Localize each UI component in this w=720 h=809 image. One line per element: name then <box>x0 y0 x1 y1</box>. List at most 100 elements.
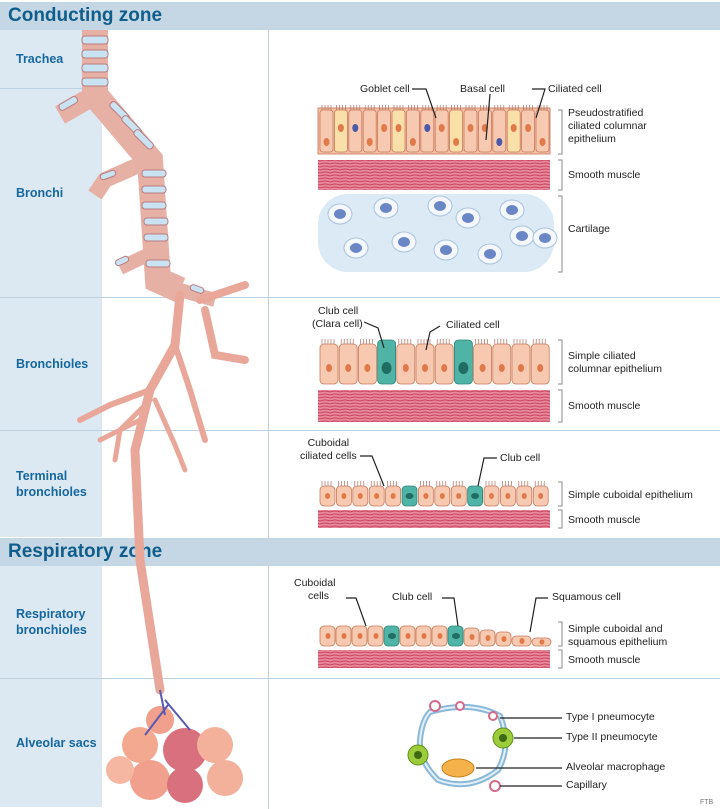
respiratory-label-line1: Respiratory <box>16 607 86 621</box>
squamous-cell <box>531 637 552 647</box>
bronchi-tissue-panel <box>317 88 563 273</box>
epithelial-cell <box>362 109 377 153</box>
epithelial-cell <box>405 109 420 153</box>
bronchi-brackets <box>558 109 563 273</box>
divider-bronchioles <box>0 430 720 431</box>
alveolar-cluster-drawing <box>106 689 243 803</box>
bronchiole-branches <box>77 281 249 695</box>
goblet-cell-label: Goblet cell <box>360 83 410 95</box>
trachea-label: Trachea <box>16 52 64 66</box>
cuboidal-cell <box>417 485 434 507</box>
bronchi-label: Bronchi <box>16 186 64 200</box>
alveolar-macrophage-label: Alveolar macrophage <box>566 761 666 773</box>
ciliated-columnar-cell <box>473 343 493 385</box>
type2-pneumocyte-label: Type II pneumocyte <box>566 731 658 743</box>
ciliated-columnar-cell <box>511 343 531 385</box>
type2-pneumocyte-left <box>407 744 429 766</box>
epithelial-cell <box>492 109 507 153</box>
terminal-label-line2: bronchioles <box>16 485 87 499</box>
squamous-cell-label: Squamous cell <box>552 591 621 603</box>
cuboidal-cell <box>367 625 384 647</box>
cuboidal-cell <box>352 485 369 507</box>
epithelial-cell <box>463 109 478 153</box>
epithelial-cell <box>377 109 392 153</box>
alveolar-macrophage-cell <box>441 758 475 778</box>
capillary-label: Capillary <box>566 779 607 791</box>
club-cell-clara-label: Club cell(Clara cell) <box>312 305 363 330</box>
squamous-cell <box>511 635 532 647</box>
respiratory-smooth-muscle <box>318 650 550 668</box>
ciliated-columnar-cell <box>396 343 416 385</box>
cuboidal-cell <box>483 485 500 507</box>
club-cell <box>401 485 418 507</box>
bronchioles-tissue-panel <box>318 321 563 423</box>
ciliated-cell-label: Ciliated cell <box>548 83 602 95</box>
cuboidal-cell <box>516 485 533 507</box>
terminal-tissue-panel <box>318 455 563 529</box>
epithelial-cell <box>535 109 550 153</box>
ciliated-columnar-cell <box>415 343 435 385</box>
cuboidal-cell <box>351 625 368 647</box>
bronchi-cartilage <box>318 194 554 272</box>
row-label-alveolar-sacs: Alveolar sacs <box>0 679 102 807</box>
alveolar-tissue-panel <box>407 700 562 792</box>
epithelial-cell <box>506 109 521 153</box>
divider-bronchi <box>0 297 720 298</box>
epithelial-cell <box>333 109 348 153</box>
club-cell <box>383 625 400 647</box>
club-cell <box>467 485 484 507</box>
alveolar-label: Alveolar sacs <box>16 736 97 750</box>
cuboidal-cell <box>499 485 516 507</box>
cuboidal-cell <box>385 485 402 507</box>
chondrocyte <box>373 197 399 219</box>
terminal-club-cell-label: Club cell <box>500 452 541 464</box>
respiratory-label-line2: bronchioles <box>16 623 87 637</box>
ciliated-columnar-cell <box>357 343 377 385</box>
pseudostratified-epithelium <box>317 105 551 155</box>
cuboidal-cell <box>368 485 385 507</box>
epithelial-cell <box>391 109 406 153</box>
chondrocyte <box>343 237 369 259</box>
chondrocyte <box>391 231 417 253</box>
bronchioles-label: Bronchioles <box>16 357 89 371</box>
ciliated-columnar-cell <box>319 343 339 385</box>
bronchioles-ciliated-cell-label: Ciliated cell <box>446 319 500 331</box>
type2-pneumocyte-right <box>492 727 514 749</box>
chondrocyte <box>499 199 525 221</box>
bronchi-smooth-muscle-label: Smooth muscle <box>568 169 641 181</box>
epithelial-cell <box>319 109 334 153</box>
club-cell <box>447 625 464 647</box>
simple-cuboidal-epithelium-label: Simple cuboidal epithelium <box>568 489 693 501</box>
terminal-smooth-muscle-label: Smooth muscle <box>568 514 641 526</box>
epithelial-cell <box>348 109 363 153</box>
row-label-respiratory-bronchioles: Respiratory bronchioles <box>0 566 102 678</box>
ciliated-columnar-cell <box>530 343 550 385</box>
cuboidal-cell <box>431 625 448 647</box>
divider-respiratory <box>0 678 720 679</box>
chondrocyte <box>455 207 481 229</box>
panel-separator-bottom <box>268 566 269 809</box>
cuboidal-cell <box>415 625 432 647</box>
club-cell <box>377 339 397 385</box>
epithelial-cell <box>449 109 464 153</box>
cuboidal-cell <box>335 625 352 647</box>
cuboidal-cell <box>463 627 480 647</box>
chondrocyte <box>427 195 453 217</box>
cuboidal-cell <box>319 485 336 507</box>
figure-code: FTB <box>700 799 714 806</box>
chondrocyte <box>433 239 459 261</box>
epithelial-cell <box>420 109 435 153</box>
cuboidal-cell <box>319 625 336 647</box>
cuboidal-cell <box>335 485 352 507</box>
panel-separator-top <box>268 30 269 538</box>
respiratory-club-cell-label: Club cell <box>392 591 433 603</box>
respiratory-tissue-panel <box>318 597 563 669</box>
cartilage-label: Cartilage <box>568 223 611 235</box>
ciliated-columnar-cell <box>434 343 454 385</box>
epithelial-cell <box>477 109 492 153</box>
